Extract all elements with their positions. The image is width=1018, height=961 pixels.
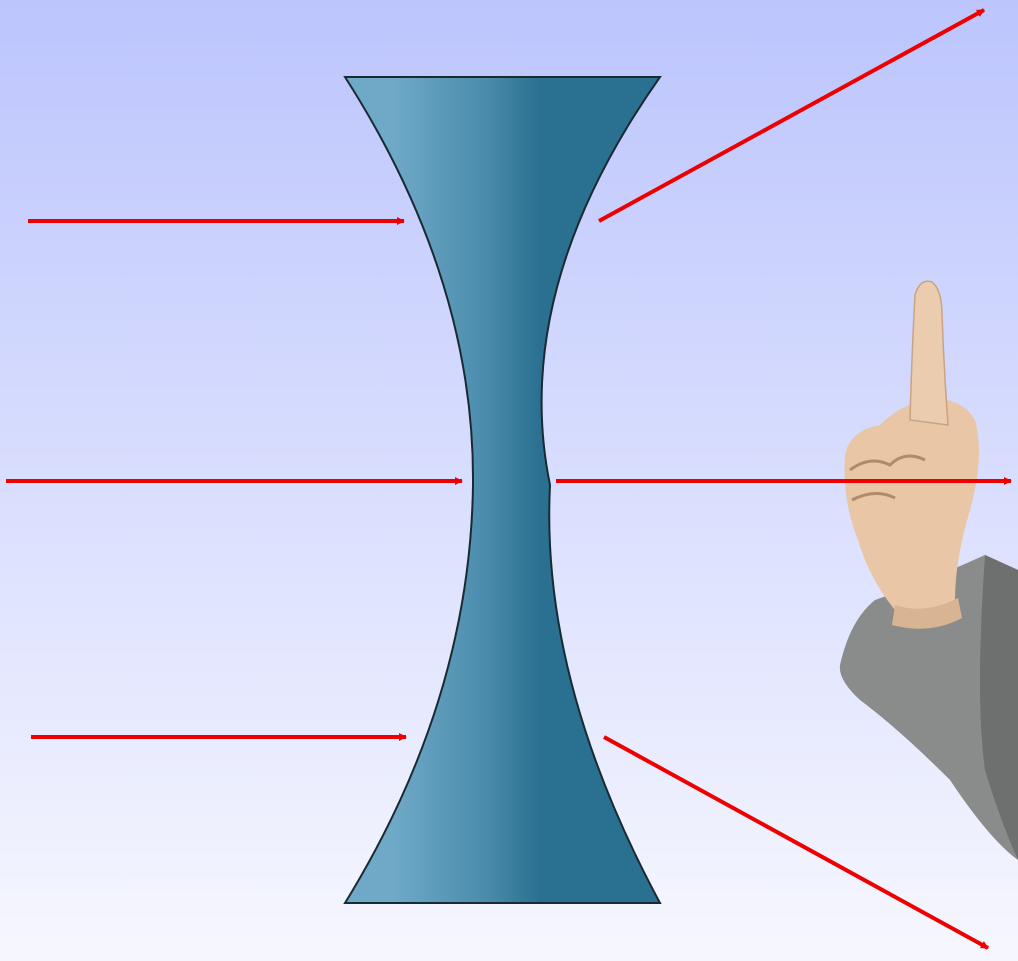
diagram-svg xyxy=(0,0,1018,961)
diagram-canvas xyxy=(0,0,1018,961)
